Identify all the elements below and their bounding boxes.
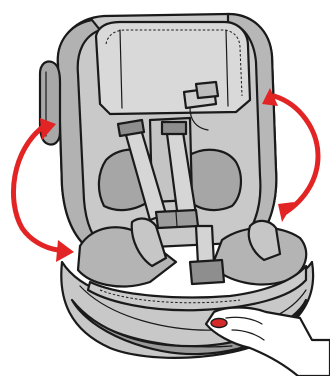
rotate-arrow-right-icon — [262, 88, 321, 222]
shoulder-straps — [116, 118, 200, 230]
rotation-release-handle — [204, 306, 330, 376]
harness-height-adjuster — [182, 80, 220, 131]
rotate-arrow-left-icon — [10, 118, 74, 262]
seat-cushion — [76, 217, 308, 312]
release-button — [210, 317, 228, 329]
